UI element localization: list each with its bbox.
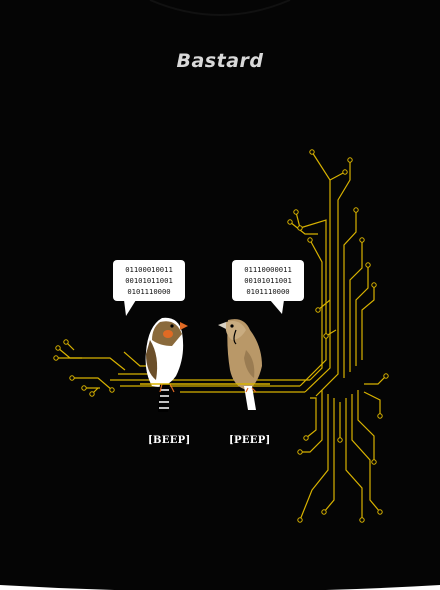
bird-left: [145, 317, 188, 412]
binary-line: 01110000011: [244, 265, 292, 274]
binary-line: 0101110000: [246, 287, 290, 296]
circuit-nodes: [53, 149, 389, 523]
bird-right: [218, 319, 262, 410]
binary-line: 0101110000: [127, 287, 171, 296]
caption-beep: [BEEP]: [148, 435, 191, 446]
brand-logo: Bastard: [176, 50, 264, 72]
binary-line: 00101011001: [125, 276, 173, 285]
speech-bubble-left: 01100010011 00101011001 0101110000: [113, 260, 185, 301]
bubble-left-tail: [124, 300, 136, 316]
caption-peep: [PEEP]: [229, 435, 271, 446]
shirt-neckline: [149, 0, 291, 16]
bubble-right-tail: [270, 300, 284, 314]
circuit-traces: [57, 151, 387, 521]
speech-bubble-right: 01110000011 00101011001 0101110000: [232, 260, 304, 301]
binary-line: 01100010011: [125, 265, 173, 274]
binary-line: 00101011001: [244, 276, 292, 285]
